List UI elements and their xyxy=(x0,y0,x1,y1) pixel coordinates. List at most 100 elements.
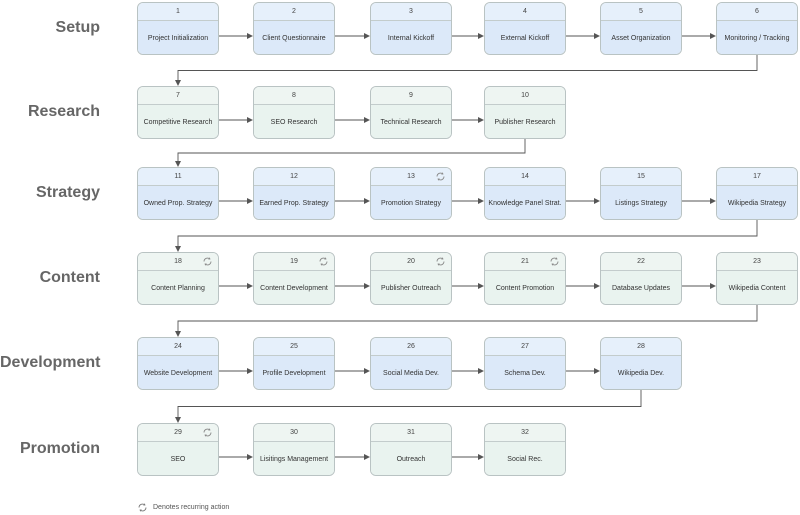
connector-arrow xyxy=(175,139,526,167)
step-number: 7 xyxy=(176,92,180,99)
step-body: Database Updates xyxy=(601,271,681,304)
step-header: 2 xyxy=(254,3,334,21)
step-label: Website Development xyxy=(143,370,213,377)
step-label: Monitoring / Tracking xyxy=(724,35,790,42)
step-label: Outreach xyxy=(396,456,426,463)
step-body: Schema Dev. xyxy=(485,356,565,389)
step-number: 6 xyxy=(755,8,759,15)
step-number: 19 xyxy=(290,258,298,265)
step-body: Client Questionnaire xyxy=(254,21,334,54)
step-label: Publisher Outreach xyxy=(381,285,441,292)
step-label: Wikipedia Strategy xyxy=(727,200,787,207)
step-body: Content Planning xyxy=(138,271,218,304)
step-header: 29 xyxy=(138,424,218,442)
step-number: 1 xyxy=(176,8,180,15)
step-label: SEO Research xyxy=(270,119,318,126)
step-header: 28 xyxy=(601,338,681,356)
phase-label: Strategy xyxy=(35,184,100,201)
step-number: 24 xyxy=(174,343,182,350)
step-header: 10 xyxy=(485,87,565,105)
step-number: 18 xyxy=(174,258,182,265)
recurring-icon xyxy=(550,257,559,266)
step-number: 15 xyxy=(637,173,645,180)
phase-label: Development xyxy=(0,354,101,371)
step-number: 29 xyxy=(174,429,182,436)
step-header: 27 xyxy=(485,338,565,356)
connector-arrow xyxy=(175,55,758,86)
step-label: Listings Strategy xyxy=(615,200,667,207)
step-body: Website Development xyxy=(138,356,218,389)
step-label: Promotion Strategy xyxy=(381,200,441,207)
step-label: Content Planning xyxy=(151,285,205,292)
step-number: 23 xyxy=(753,258,761,265)
recurring-icon xyxy=(436,257,445,266)
step-body: Technical Research xyxy=(371,105,451,138)
step-header: 22 xyxy=(601,253,681,271)
step-header: 20 xyxy=(371,253,451,271)
step-label: External Kickoff xyxy=(500,35,550,42)
legend: Denotes recurring action xyxy=(137,501,229,513)
step-body: Promotion Strategy xyxy=(371,186,451,219)
step-number: 30 xyxy=(290,429,298,436)
phase-label: Setup xyxy=(55,19,100,36)
step-label: Social Media Dev. xyxy=(383,370,439,377)
step-body: Owned Prop. Strategy xyxy=(138,186,218,219)
step-header: 24 xyxy=(138,338,218,356)
recurring-icon xyxy=(138,502,147,512)
step-label: Lisitings Management xyxy=(259,456,329,463)
step-body: Asset Organization xyxy=(601,21,681,54)
step-number: 8 xyxy=(292,92,296,99)
step-label: Wikipedia Content xyxy=(728,285,786,292)
step-body: Lisitings Management xyxy=(254,442,334,475)
step-label: Technical Research xyxy=(380,119,442,126)
step-number: 9 xyxy=(409,92,413,99)
step-body: Social Media Dev. xyxy=(371,356,451,389)
step-number: 10 xyxy=(521,92,529,99)
step-number: 12 xyxy=(290,173,298,180)
step-body: Earned Prop. Strategy xyxy=(254,186,334,219)
step-label: Project Initialization xyxy=(147,35,209,42)
step-header: 4 xyxy=(485,3,565,21)
step-label: Profile Development xyxy=(262,370,326,377)
phase-label: Content xyxy=(39,269,100,286)
recurring-icon xyxy=(436,172,445,181)
step-body: Outreach xyxy=(371,442,451,475)
step-label: Asset Organization xyxy=(611,35,671,42)
step-body: Social Rec. xyxy=(485,442,565,475)
step-label: Competitive Research xyxy=(143,119,213,126)
step-header: 21 xyxy=(485,253,565,271)
step-number: 25 xyxy=(290,343,298,350)
step-label: Social Rec. xyxy=(507,456,543,463)
